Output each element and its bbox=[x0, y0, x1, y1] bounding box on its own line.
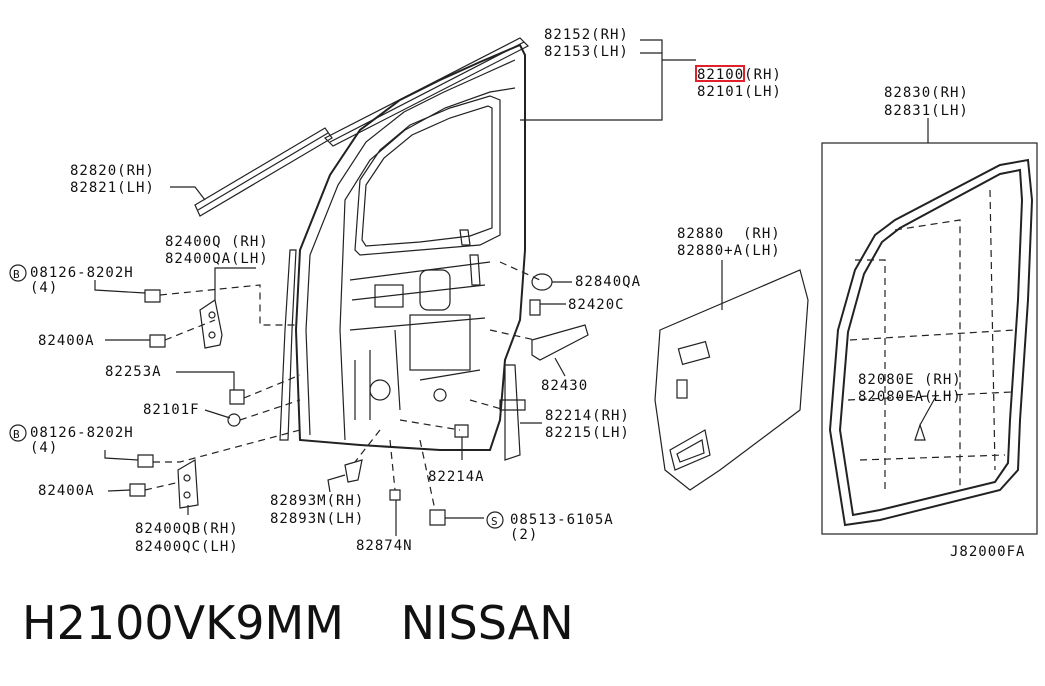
label-82101f: 82101F bbox=[143, 402, 200, 418]
label-82215: 82215(LH) bbox=[545, 425, 630, 441]
molding-drawing bbox=[194, 127, 333, 217]
highlight-box bbox=[695, 65, 745, 82]
label-82214: 82214(RH) bbox=[545, 408, 630, 424]
label-marker-b-lower: B bbox=[13, 428, 21, 441]
label-82080e: 82080E (RH) bbox=[858, 372, 962, 388]
label-82253a: 82253A bbox=[105, 364, 162, 380]
label-82400q: 82400Q (RH) bbox=[165, 234, 269, 250]
label-82400qc: 82400QC(LH) bbox=[135, 539, 239, 555]
label-82880a: 82880+A(LH) bbox=[677, 243, 781, 259]
label-screw: 08513-6105A bbox=[510, 512, 614, 528]
caption-brand: NISSAN bbox=[400, 596, 574, 650]
label-82153: 82153(LH) bbox=[544, 44, 629, 60]
label-82080ea: 82080EA(LH) bbox=[858, 389, 962, 405]
label-82420c: 82420C bbox=[568, 297, 625, 313]
label-82840qa: 82840QA bbox=[575, 274, 641, 290]
label-bolt-upper: 08126-8202H bbox=[30, 265, 134, 281]
label-82400qa: 82400QA(LH) bbox=[165, 251, 269, 267]
diagram-svg: 82152(RH) 82153(LH) 82100(RH) 82101(LH) … bbox=[9, 27, 1038, 560]
small-parts-drawing bbox=[227, 273, 589, 526]
label-82400a-upper: 82400A bbox=[38, 333, 95, 349]
sealing-screen-drawing bbox=[654, 269, 809, 491]
label-marker-b-upper: B bbox=[13, 268, 21, 281]
label-82152: 82152(RH) bbox=[544, 27, 629, 43]
label-82893n: 82893N(LH) bbox=[270, 511, 364, 527]
label-82400a-lower: 82400A bbox=[38, 483, 95, 499]
label-82400qb: 82400QB(RH) bbox=[135, 521, 239, 537]
caption: H2100VK9MM NISSAN bbox=[22, 596, 616, 650]
leader-lines bbox=[94, 39, 929, 536]
label-marker-s: S bbox=[491, 515, 499, 528]
label-bolt-upper-qty: (4) bbox=[30, 280, 58, 296]
label-82430: 82430 bbox=[541, 378, 588, 394]
door-shell-drawing bbox=[279, 43, 526, 451]
label-82830: 82830(RH) bbox=[884, 85, 969, 101]
weatherstrip-box bbox=[821, 142, 1038, 535]
label-bolt-lower-qty: (4) bbox=[30, 440, 58, 456]
label-82893m: 82893M(RH) bbox=[270, 493, 364, 509]
label-82100: 82100(RH) bbox=[697, 67, 782, 83]
label-82831: 82831(LH) bbox=[884, 103, 969, 119]
label-82214a: 82214A bbox=[428, 469, 485, 485]
label-screw-qty: (2) bbox=[510, 527, 538, 543]
lower-hinge-drawing bbox=[129, 454, 199, 509]
upper-hinge-drawing bbox=[144, 289, 223, 349]
marker-circles bbox=[9, 264, 504, 529]
label-bolt-lower: 08126-8202H bbox=[30, 425, 134, 441]
label-82821: 82821(LH) bbox=[70, 180, 155, 196]
label-82874n: 82874N bbox=[356, 538, 413, 554]
label-82820: 82820(RH) bbox=[70, 163, 155, 179]
assembly-lines bbox=[144, 261, 541, 511]
label-82101: 82101(LH) bbox=[697, 84, 782, 100]
label-figure-code: J82000FA bbox=[950, 544, 1025, 560]
label-82880: 82880 (RH) bbox=[677, 226, 781, 242]
caption-part-number: H2100VK9MM bbox=[22, 596, 344, 650]
top-seal-drawing bbox=[323, 37, 530, 147]
